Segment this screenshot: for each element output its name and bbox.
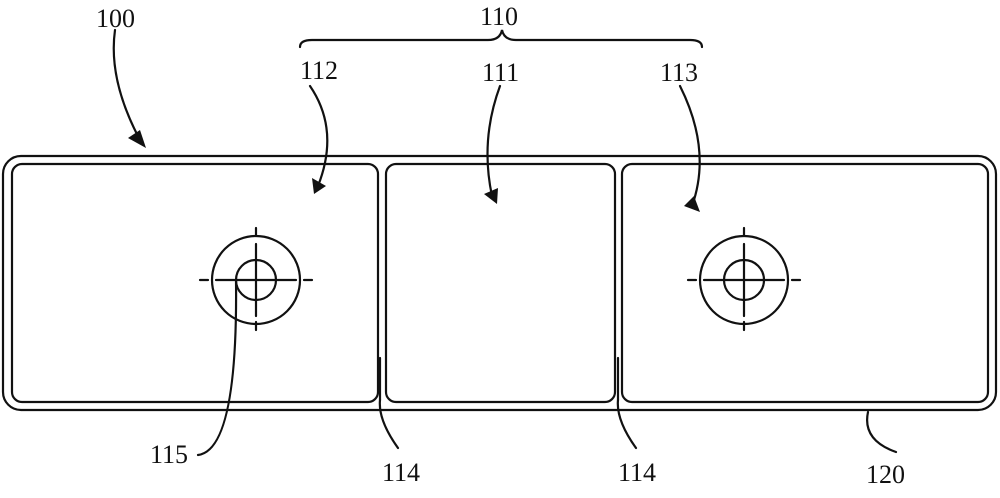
middle-cell (386, 164, 615, 402)
leader-111 (488, 86, 501, 196)
label-120: 120 (866, 462, 905, 488)
label-114-right: 114 (618, 460, 656, 486)
arrowhead-113 (684, 196, 700, 212)
right-terminal (688, 228, 800, 330)
left-terminal (200, 228, 312, 330)
leader-114-left (380, 400, 398, 448)
label-115: 115 (150, 442, 188, 468)
group-brace (300, 30, 702, 47)
leader-113 (680, 86, 700, 206)
leader-114-right (618, 400, 636, 448)
left-cell (12, 164, 378, 402)
label-111: 111 (482, 60, 519, 86)
label-100: 100 (96, 6, 135, 32)
arrowhead-100 (128, 130, 146, 148)
outer-frame (3, 156, 996, 410)
label-114-left: 114 (382, 460, 420, 486)
label-113: 113 (660, 60, 698, 86)
leader-115 (198, 280, 236, 455)
right-cell (622, 164, 988, 402)
label-112: 112 (300, 58, 338, 84)
leader-100 (114, 30, 140, 140)
leader-112 (310, 86, 327, 186)
leader-120 (867, 412, 896, 452)
label-110: 110 (480, 4, 518, 30)
